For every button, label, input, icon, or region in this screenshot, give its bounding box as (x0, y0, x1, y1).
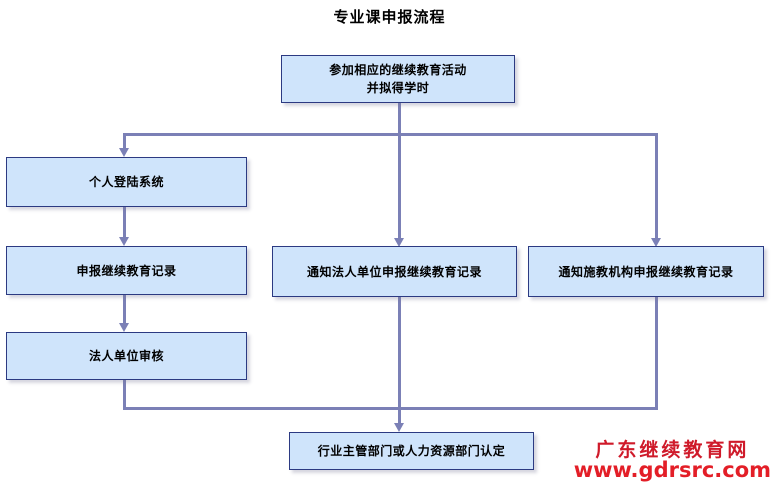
node-notify-entity[interactable]: 通知法人单位申报继续教育记录 (272, 246, 517, 297)
node-start-line2: 并拟得学时 (366, 81, 430, 95)
node-final-approval[interactable]: 行业主管部门或人力资源部门认定 (289, 432, 534, 470)
node-notify-entity-label: 通知法人单位申报继续教育记录 (306, 264, 482, 279)
connector-bottom-bus (123, 407, 658, 410)
watermark-url: www.gdrsrc.com (573, 457, 771, 482)
node-notify-institution-label: 通知施教机构申报继续教育记录 (558, 264, 734, 279)
node-declare-record-label: 申报继续教育记录 (76, 263, 177, 278)
arrow-to-notify-entity (394, 238, 404, 247)
watermark-brand: 广东继续教育网 (595, 439, 750, 462)
connector-top-bus (123, 133, 658, 136)
connector-start-to-bus (398, 103, 401, 135)
node-start[interactable]: 参加相应的继续教育活动 并拟得学时 (281, 55, 515, 103)
arrow-to-personal-login (119, 148, 129, 157)
connector-review-to-bottom-bus (123, 380, 126, 410)
connector-declare-to-review (123, 295, 126, 325)
node-start-line1: 参加相应的继续教育活动 (329, 63, 467, 77)
watermark: 广东继续教育网 www.gdrsrc.com (574, 440, 771, 481)
arrow-to-entity-review (119, 323, 129, 332)
connector-login-to-declare (123, 207, 126, 239)
connector-bus-to-notify-institution (655, 133, 658, 240)
node-personal-login[interactable]: 个人登陆系统 (6, 157, 247, 207)
node-final-approval-label: 行业主管部门或人力资源部门认定 (317, 444, 506, 458)
connector-notify-institution-to-bottom-bus (655, 297, 658, 410)
arrow-to-final-approval (394, 423, 404, 432)
node-notify-institution[interactable]: 通知施教机构申报继续教育记录 (528, 246, 764, 297)
node-personal-login-label: 个人登陆系统 (88, 175, 164, 189)
node-entity-review[interactable]: 法人单位审核 (6, 332, 247, 380)
arrow-to-notify-institution (651, 238, 661, 247)
connector-bottom-bus-to-final (398, 407, 401, 425)
connector-notify-entity-to-bottom-bus (398, 297, 401, 410)
node-declare-record[interactable]: 申报继续教育记录 (6, 246, 247, 295)
arrow-to-declare-record (119, 237, 129, 246)
node-entity-review-label: 法人单位审核 (88, 349, 164, 363)
connector-bus-to-personal-login (123, 133, 126, 150)
connector-bus-to-notify-entity (398, 133, 401, 240)
page-title: 专业课申报流程 (333, 8, 446, 26)
